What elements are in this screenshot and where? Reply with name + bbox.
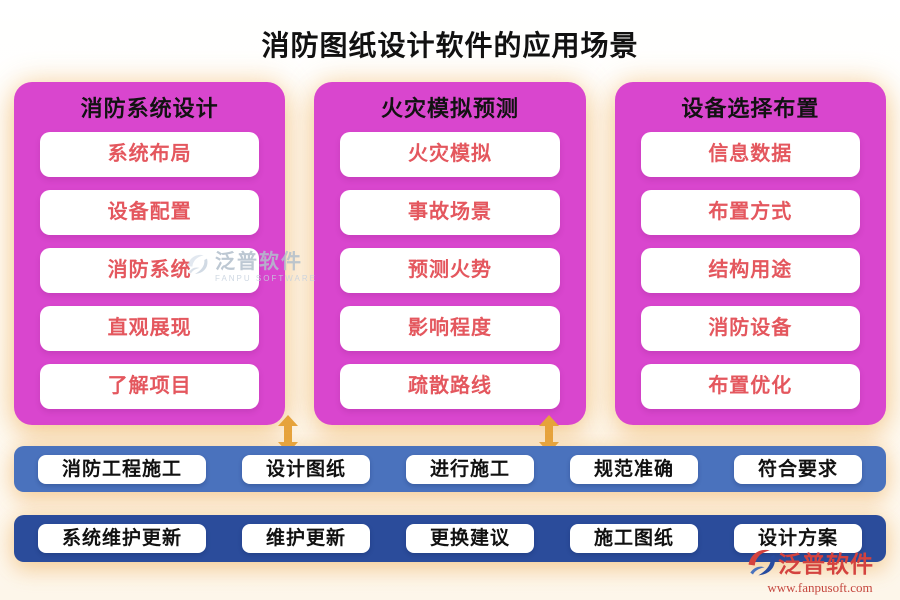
brand-website-text: www.fanpusoft.com (767, 580, 873, 595)
flow-step: 设计方案 (733, 524, 862, 553)
panel-card: 消防设备 (640, 306, 860, 351)
fanpu-logo-icon (748, 549, 775, 576)
panel-card: 信息数据 (640, 132, 860, 177)
flow-step: 规范准确 (569, 454, 698, 484)
panel-card: 了解项目 (40, 364, 260, 409)
double-arrow-icon (539, 415, 559, 453)
scenario-columns: 消防系统设计 系统布局 设备配置 消防系统 直观展现 了解项目 火灾模拟预测 火… (14, 82, 886, 425)
panel-card: 设备配置 (40, 190, 260, 235)
panel-card: 疏散路线 (340, 364, 560, 409)
panel-card: 结构用途 (640, 248, 860, 293)
panel-card: 系统布局 (40, 132, 260, 177)
flow-step: 设计图纸 (241, 454, 370, 484)
panel-card: 直观展现 (40, 306, 260, 351)
watermark-brand-text: 泛普软件 (215, 251, 303, 273)
double-arrow-icon (278, 415, 298, 453)
panel-card: 预测火势 (340, 248, 560, 293)
center-watermark: 泛普软件 FANPU SOFTWARE (184, 252, 317, 283)
page-title: 消防图纸设计软件的应用场景 (261, 30, 639, 61)
watermark-brand-subtext: FANPU SOFTWARE (215, 274, 317, 283)
flow-step: 更换建议 (405, 524, 534, 553)
panel-card: 火灾模拟 (340, 132, 560, 177)
flow-step: 消防工程施工 (38, 454, 207, 484)
panel-card: 布置优化 (640, 364, 860, 409)
panel-card: 布置方式 (640, 190, 860, 235)
flow-step: 符合要求 (733, 454, 862, 484)
panel-header: 火灾模拟预测 (380, 96, 519, 121)
construction-flow-bar: 消防工程施工 设计图纸 进行施工 规范准确 符合要求 (14, 446, 886, 492)
panel-card: 事故场景 (340, 190, 560, 235)
panel-card: 消防系统 (40, 248, 260, 293)
maintenance-flow-bar: 系统维护更新 维护更新 更换建议 施工图纸 设计方案 (14, 515, 886, 562)
flow-step: 进行施工 (405, 454, 534, 484)
panel-card: 影响程度 (340, 306, 560, 351)
corner-brand-watermark: 泛普软件 www.fanpusoft.com (744, 545, 896, 596)
fanpu-logo-icon (187, 254, 208, 274)
panel-equipment-layout: 设备选择布置 信息数据 布置方式 结构用途 消防设备 布置优化 (614, 82, 886, 425)
panel-fire-system-design: 消防系统设计 系统布局 设备配置 消防系统 直观展现 了解项目 (14, 82, 286, 425)
brand-name-text: 泛普软件 (778, 551, 874, 577)
panel-header: 消防系统设计 (80, 96, 219, 121)
panel-header: 设备选择布置 (681, 96, 820, 121)
panel-fire-simulation: 火灾模拟预测 火灾模拟 事故场景 预测火势 影响程度 疏散路线 (314, 82, 586, 425)
flow-step: 施工图纸 (569, 524, 698, 553)
flow-step: 维护更新 (241, 524, 370, 553)
flow-step: 系统维护更新 (38, 524, 207, 553)
